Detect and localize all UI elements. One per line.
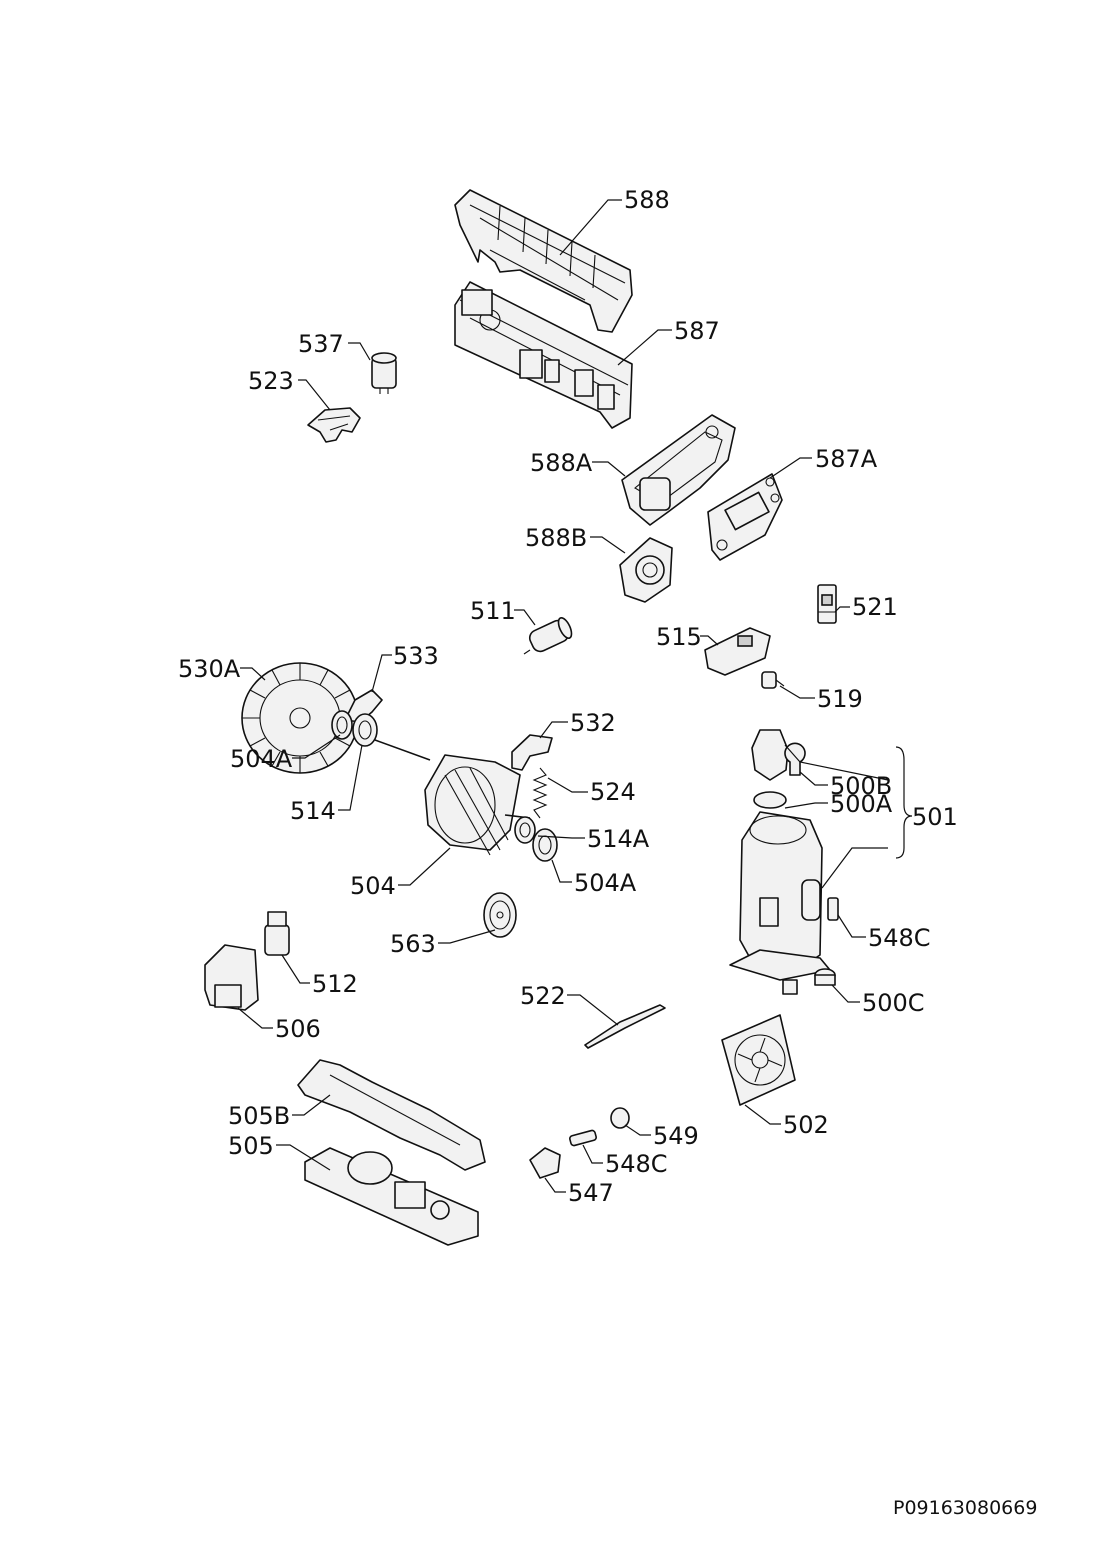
part-524-spring — [532, 767, 548, 819]
callout-504: 504 — [350, 872, 396, 900]
part-514A-bearing-right — [514, 816, 536, 844]
part-504-motor — [374, 739, 531, 856]
callout-548C-right: 548C — [868, 924, 931, 952]
part-502-fan — [721, 979, 798, 1106]
leader-lines — [237, 199, 913, 1193]
part-514-bearing-left — [352, 713, 378, 747]
part-504A-ring-right — [532, 828, 558, 862]
callout-521: 521 — [852, 593, 898, 621]
part-563-pulley — [483, 892, 517, 938]
callout-500A: 500A — [830, 790, 893, 818]
callout-588A: 588A — [530, 449, 593, 477]
part-588-cover — [454, 189, 633, 333]
callout-514A: 514A — [587, 825, 650, 853]
part-548C-valve-bottom — [569, 1129, 597, 1147]
callout-505: 505 — [228, 1132, 274, 1160]
callout-504A-right: 504A — [574, 869, 637, 897]
part-588A-frame — [621, 414, 736, 526]
callout-548C-bottom: 548C — [605, 1150, 668, 1178]
callout-530A: 530A — [178, 655, 241, 683]
part-522-cable — [584, 1004, 666, 1049]
part-532-bracket — [511, 734, 553, 771]
part-504A-ring-left — [331, 710, 353, 740]
callout-504A-left: 504A — [230, 745, 293, 773]
part-587A-display-board — [707, 473, 783, 561]
part-511-capacitor — [523, 617, 573, 655]
part-512-capacitor — [264, 911, 290, 956]
callout-588: 588 — [624, 186, 670, 214]
callout-563: 563 — [390, 930, 436, 958]
part-505B-duct — [297, 1059, 486, 1171]
part-500C-grommet — [814, 968, 836, 986]
part-505-base — [304, 1147, 479, 1246]
callout-547: 547 — [568, 1179, 614, 1207]
part-549-cap — [610, 1107, 630, 1129]
part-547-nozzle — [529, 1147, 561, 1179]
part-537-capacitor — [371, 352, 397, 394]
part-523-clip — [307, 407, 361, 443]
part-519-thermistor — [761, 671, 785, 689]
callout-522: 522 — [520, 982, 566, 1010]
document-id: P09163080669 — [893, 1497, 1037, 1519]
part-515-sensor — [704, 627, 771, 676]
callout-500C: 500C — [862, 989, 925, 1017]
callout-587: 587 — [674, 317, 720, 345]
part-548C-valve-right — [827, 897, 839, 921]
callout-506: 506 — [275, 1015, 321, 1043]
callout-505B: 505B — [228, 1102, 290, 1130]
callout-532: 532 — [570, 709, 616, 737]
part-530A-fan-wheel — [241, 662, 359, 774]
callout-501: 501 — [912, 803, 958, 831]
callout-588B: 588B — [525, 524, 587, 552]
callout-587A: 587A — [815, 445, 878, 473]
callout-523: 523 — [248, 367, 294, 395]
callout-500B: 500B — [830, 772, 892, 800]
callout-549: 549 — [653, 1122, 699, 1150]
callout-512: 512 — [312, 970, 358, 998]
callout-519: 519 — [817, 685, 863, 713]
callout-524: 524 — [590, 778, 636, 806]
callout-515: 515 — [656, 623, 702, 651]
callout-533: 533 — [393, 642, 439, 670]
part-501-compressor — [729, 729, 831, 981]
callout-514-left: 514 — [290, 797, 336, 825]
part-587-control-board — [454, 281, 633, 429]
callout-537: 537 — [298, 330, 344, 358]
callout-511: 511 — [470, 597, 516, 625]
part-521-connector — [817, 584, 837, 624]
callout-labels: 588 587 537 523 588A 587A 588B 511 521 5… — [178, 186, 958, 1207]
callout-502: 502 — [783, 1111, 829, 1139]
part-588B-knob — [619, 537, 673, 603]
part-506-pump — [204, 944, 259, 1011]
